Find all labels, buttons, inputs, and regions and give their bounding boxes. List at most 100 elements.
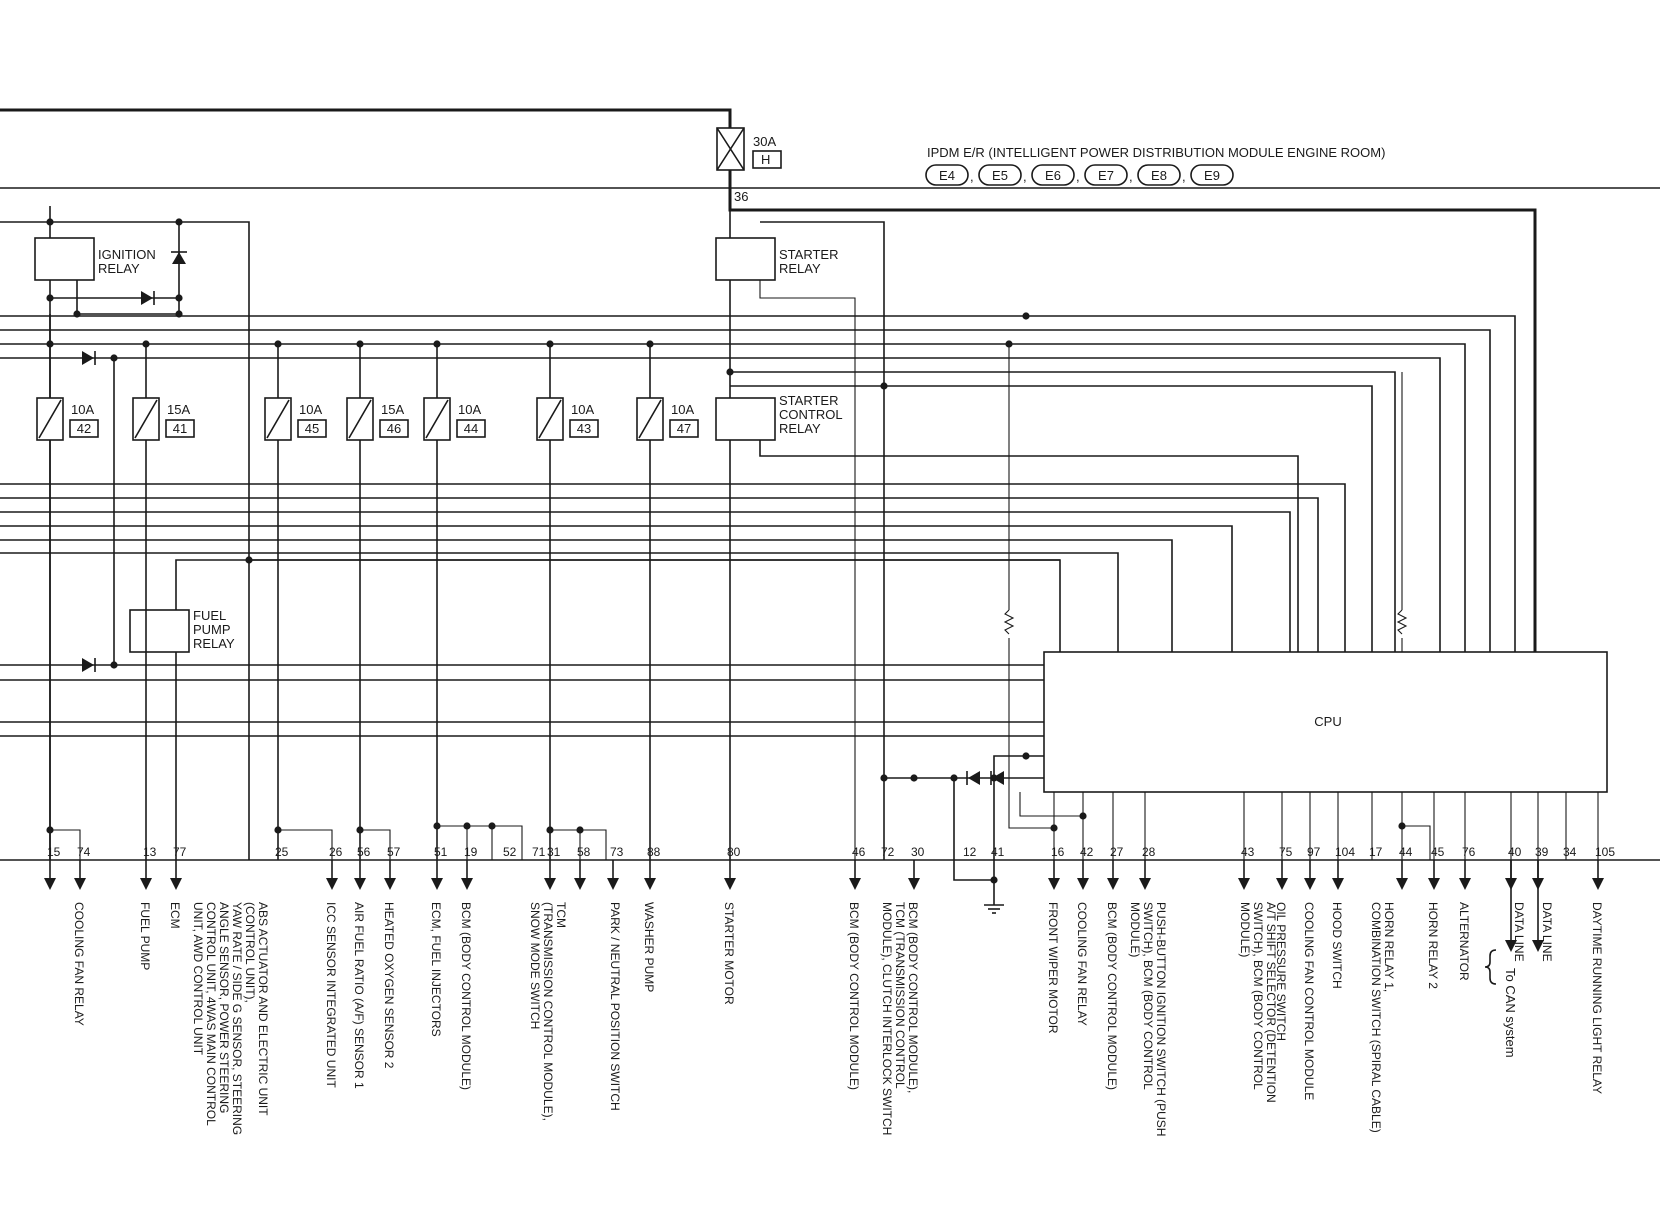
destination-label: COMBINATION SWITCH (SPIRAL CABLE) (1369, 902, 1383, 1133)
starter-relay (715, 237, 776, 281)
junction-dot (175, 218, 183, 226)
destination-label: ANGLE SENSOR, POWER STEERING (217, 902, 231, 1113)
destination-label: STARTER MOTOR (722, 902, 736, 1005)
fuse-rating: 15A (381, 402, 404, 417)
junction-dot (274, 340, 282, 348)
junction-dot (1398, 822, 1406, 830)
fuse-rating: 10A (458, 402, 481, 417)
fuse-id-box (69, 419, 99, 438)
arrow-down-icon (849, 878, 861, 890)
arrow-down-icon (1332, 878, 1344, 890)
can-brace (1484, 949, 1497, 985)
junction-dot (488, 822, 496, 830)
fuse-id-box (669, 419, 699, 438)
junction-dot (110, 661, 118, 669)
pin-number: 72 (881, 845, 895, 859)
bcm-46-wire (759, 280, 856, 860)
svg-text:RELAY: RELAY (779, 421, 821, 436)
pin-number: 45 (1431, 845, 1445, 859)
junction-dot (46, 218, 54, 226)
pin-number: 34 (1563, 845, 1577, 859)
junction-dot (546, 826, 554, 834)
pin-number: 39 (1535, 845, 1549, 859)
destination-label: SNOW MODE SWITCH (528, 902, 542, 1029)
pin-number: 80 (727, 845, 741, 859)
fuel-pump-relay (129, 609, 190, 653)
destination-label: OIL PRESSURE SWITCH (1274, 902, 1288, 1041)
junction-dot (46, 294, 54, 302)
connector-badge (978, 164, 1022, 186)
pin-number: 13 (143, 845, 157, 859)
pin-number: 15 (47, 845, 61, 859)
junction-dot (1022, 312, 1030, 320)
arrow-down-icon (74, 878, 86, 890)
fuse-element (638, 399, 662, 439)
pin-number: 76 (1462, 845, 1476, 859)
arrow-down-icon (44, 878, 56, 890)
fuse-id: 42 (77, 421, 91, 436)
pin-number: 42 (1080, 845, 1094, 859)
pin-number: 105 (1595, 845, 1615, 859)
destination-label: DATA LINE (1512, 902, 1526, 962)
main-fuse-rating: 30A (753, 134, 776, 149)
destination-label: TCM (554, 902, 568, 928)
svg-text:E5: E5 (992, 168, 1008, 183)
destination-label: ECM, FUEL INJECTORS (429, 902, 443, 1037)
cpu-output-wire (1402, 825, 1431, 860)
pin-number: 17 (1369, 845, 1383, 859)
fuse-id: 46 (387, 421, 401, 436)
svg-text:FUEL: FUEL (193, 608, 226, 623)
cpu-block (1043, 651, 1608, 793)
arrow-down-icon (1505, 940, 1517, 952)
connector-badge (1190, 164, 1234, 186)
svg-text:PUMP: PUMP (193, 622, 231, 637)
destination-label: MODULE) (1128, 902, 1142, 957)
pin-number: 46 (852, 845, 866, 859)
diode-icon (141, 291, 153, 305)
junction-dot (880, 774, 888, 782)
destination-label: HOOD SWITCH (1330, 902, 1344, 989)
junction-dot (910, 774, 918, 782)
destination-label: HORN RELAY 1, (1382, 902, 1396, 992)
svg-text:,: , (1129, 169, 1133, 184)
pin-number: 88 (647, 845, 661, 859)
fuse-id: 47 (677, 421, 691, 436)
svg-text:,: , (970, 169, 974, 184)
arrow-down-icon (384, 878, 396, 890)
destination-label: TCM (TRANSMISSION CONTROL (893, 902, 907, 1089)
arrow-down-icon (1428, 878, 1440, 890)
junction-dot (546, 340, 554, 348)
fuse-element (538, 399, 562, 439)
pin-number: 44 (1399, 845, 1413, 859)
fuse-id-box (456, 419, 486, 438)
pin-number: 31 (547, 845, 561, 859)
fuse-element (348, 399, 372, 439)
pin-number: 28 (1142, 845, 1156, 859)
fuse-rating: 10A (671, 402, 694, 417)
fuse-element (266, 399, 290, 439)
junction-dot (245, 556, 253, 564)
diode-icon (992, 771, 1004, 785)
pin-number: 77 (173, 845, 187, 859)
junction-dot (175, 310, 183, 318)
junction-dot (1050, 824, 1058, 832)
pin-number: 26 (329, 845, 343, 859)
arrow-down-icon (644, 878, 656, 890)
fuse-id-box (379, 419, 409, 438)
pin-number: 71 (532, 845, 546, 859)
svg-text:STARTER: STARTER (779, 247, 838, 262)
destination-label: HORN RELAY 2 (1426, 902, 1440, 989)
junction-dot (356, 340, 364, 348)
main-fuse-id: H (761, 152, 770, 167)
can-note: To CAN system (1503, 968, 1518, 1058)
arrow-down-icon (1048, 878, 1060, 890)
destination-label: AIR FUEL RATIO (A/F) SENSOR 1 (352, 902, 366, 1089)
destination-label: MODULE), CLUTCH INTERLOCK SWITCH (880, 902, 894, 1135)
diode-icon (82, 351, 94, 365)
junction-dot (73, 310, 81, 318)
arrow-down-icon (1107, 878, 1119, 890)
arrow-down-icon (170, 878, 182, 890)
fuse-id-box (165, 419, 195, 438)
svg-text:E6: E6 (1045, 168, 1061, 183)
arrow-down-icon (140, 878, 152, 890)
